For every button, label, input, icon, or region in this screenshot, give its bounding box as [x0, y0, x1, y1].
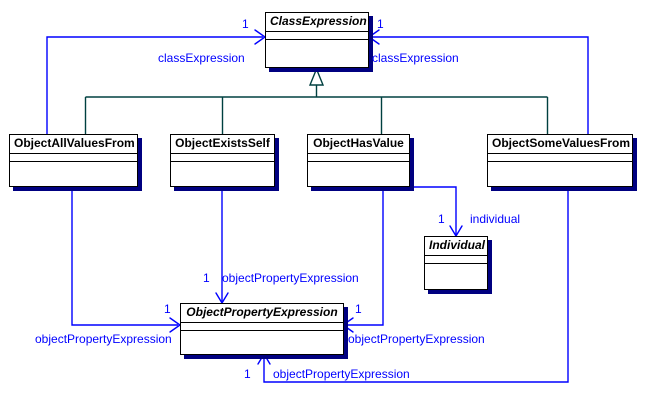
assoc-line-allvalues-ope: [71, 188, 178, 326]
role-label-class-expression-left: classExpression: [158, 51, 245, 65]
class-operations-compartment: [181, 331, 343, 354]
class-name-object-exists-self: ObjectExistsSelf: [171, 135, 274, 154]
class-name-object-property-expression: ObjectPropertyExpression: [181, 304, 343, 323]
association-lines: [46, 36, 589, 383]
multiplicity-allvalues-ope: 1: [164, 302, 171, 316]
class-box-object-exists-self[interactable]: ObjectExistsSelf: [170, 134, 275, 187]
class-box-object-property-expression[interactable]: ObjectPropertyExpression: [180, 303, 344, 355]
class-operations-compartment: [266, 40, 368, 63]
class-attributes-compartment: [181, 323, 343, 331]
class-name-individual: Individual: [425, 237, 487, 256]
class-box-object-has-value[interactable]: ObjectHasValue: [307, 134, 410, 187]
class-box-object-all-values-from[interactable]: ObjectAllValuesFrom: [9, 134, 138, 187]
multiplicity-hasvalue-ope: 1: [355, 302, 362, 316]
class-operations-compartment: [10, 162, 137, 185]
class-operations-compartment: [488, 162, 632, 185]
class-attributes-compartment: [171, 154, 274, 162]
class-name-object-has-value: ObjectHasValue: [308, 135, 409, 154]
class-attributes-compartment: [488, 154, 632, 162]
assoc-line-hasvalue-ope: [345, 188, 384, 326]
assoc-line-somevalues-ope: [263, 188, 569, 383]
multiplicity-somevalues-ope: 1: [244, 367, 251, 381]
arrowhead-somevalues-classexpression: [367, 29, 380, 45]
class-attributes-compartment: [266, 32, 368, 40]
class-attributes-compartment: [308, 154, 409, 162]
class-name-object-some-values-from: ObjectSomeValuesFrom: [488, 135, 632, 154]
class-name-class-expression: ClassExpression: [266, 13, 368, 32]
generalization-tree: [84, 69, 549, 134]
class-attributes-compartment: [425, 256, 487, 264]
role-label-class-expression-right: classExpression: [372, 51, 459, 65]
class-name-object-all-values-from: ObjectAllValuesFrom: [10, 135, 137, 154]
class-box-individual[interactable]: Individual: [424, 236, 488, 290]
role-label-ope-top: objectPropertyExpression: [222, 271, 359, 285]
assoc-line-somevalues-classexpression: [371, 36, 589, 160]
multiplicity-somevalues-classexpression: 1: [377, 17, 384, 31]
multiplicity-existsself-ope: 1: [203, 271, 210, 285]
generalization-triangle-arrowhead: [308, 67, 325, 86]
assoc-line-hasvalue-individual: [410, 186, 457, 235]
assoc-line-allvalues-classexpression: [46, 36, 263, 160]
role-label-ope-left: objectPropertyExpression: [35, 332, 172, 346]
role-label-ope-bottom: objectPropertyExpression: [273, 367, 410, 381]
class-box-class-expression[interactable]: ClassExpression: [265, 12, 369, 68]
class-operations-compartment: [308, 162, 409, 185]
role-label-individual: individual: [470, 212, 521, 226]
class-attributes-compartment: [10, 154, 137, 162]
multiplicity-hasvalue-individual: 1: [438, 212, 445, 226]
class-box-object-some-values-from[interactable]: ObjectSomeValuesFrom: [487, 134, 633, 187]
role-label-ope-right: objectPropertyExpression: [348, 332, 485, 346]
class-operations-compartment: [171, 162, 274, 185]
class-operations-compartment: [425, 264, 487, 287]
multiplicity-allvalues-classexpression: 1: [242, 17, 249, 31]
